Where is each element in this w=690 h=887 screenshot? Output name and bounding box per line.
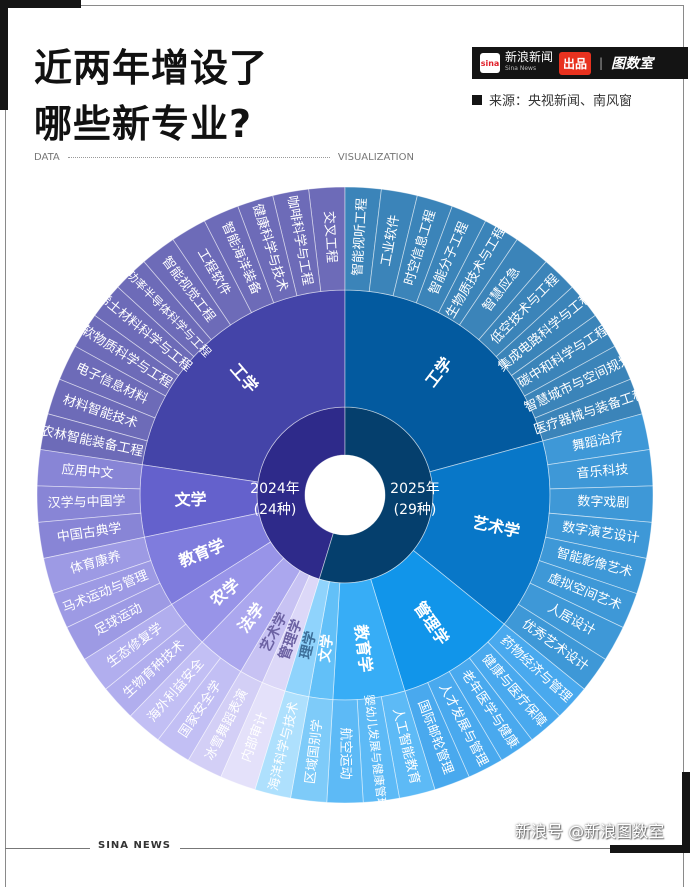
footer-sina-news: SINA NEWS [98, 840, 171, 851]
major-label: 航空运动 [338, 727, 354, 779]
major-segment [37, 512, 145, 559]
major-segment [272, 188, 322, 297]
dotted-divider [67, 157, 330, 158]
major-segment [74, 314, 179, 397]
title-line-2: 哪些新专业? [34, 102, 253, 146]
frame-border [5, 5, 684, 887]
brand-sub: Sina News [505, 65, 537, 72]
footer-divider [5, 848, 90, 849]
data-visualization-strip: DATA VISUALIZATION [34, 152, 414, 163]
page-title: 近两年增设了 哪些新专业? [34, 40, 268, 152]
major-label: 数字戏剧 [577, 494, 629, 511]
major-label: 智能视听工程 [351, 198, 371, 277]
major-segment [94, 286, 195, 377]
corner-decoration [0, 0, 8, 110]
major-segment [84, 603, 187, 690]
category-label: 理学 [297, 629, 320, 660]
footer-divider [180, 848, 610, 849]
sina-logo-icon: sina [480, 53, 500, 73]
major-label: 应用中文 [61, 461, 114, 482]
corner-decoration [610, 845, 690, 853]
major-segment [39, 413, 148, 466]
corner-decoration [0, 0, 81, 8]
major-segment [52, 560, 161, 628]
major-segment [237, 195, 298, 304]
major-label: 交叉工程 [321, 210, 340, 263]
year-count-label: (24种) [254, 502, 297, 518]
major-segment [66, 582, 173, 660]
major-segment [105, 623, 203, 717]
major-segment [187, 670, 263, 778]
major-segment [117, 261, 212, 358]
major-label: 区域国别学 [302, 718, 326, 784]
corner-decoration [682, 772, 690, 853]
major-segment [143, 238, 232, 341]
major-segment [47, 378, 156, 442]
year-label: 2025年 [390, 481, 440, 497]
major-label: 汉学与中国学 [47, 493, 125, 511]
major-segment [157, 657, 242, 761]
major-segment [36, 449, 143, 490]
source-note: 来源：央视新闻、南风窗 [472, 90, 632, 109]
major-segment [36, 485, 142, 523]
major-segment [43, 536, 152, 595]
data-label: DATA [34, 152, 60, 163]
major-segment [59, 345, 167, 419]
brand-bar: sina 新浪新闻 Sina News 出品 | 图数室 [472, 47, 688, 79]
brand-separator: | [599, 56, 604, 70]
major-segment [220, 682, 286, 791]
major-label: 音乐科技 [576, 461, 629, 482]
year-count-label: (29种) [394, 502, 437, 518]
major-segment [172, 220, 252, 326]
category-label: 文学 [316, 633, 336, 663]
major-segment [203, 205, 275, 314]
partner-logo: 图数室 [611, 56, 654, 72]
brand-name: 新浪新闻 [505, 50, 554, 64]
category-label: 文学 [174, 490, 207, 510]
center-hole [305, 455, 385, 535]
year-label: 2024年 [250, 481, 300, 497]
square-bullet-icon [472, 94, 482, 105]
major-segment [129, 641, 222, 741]
visualization-label: VISUALIZATION [337, 152, 414, 163]
title-line-1: 近两年增设了 [34, 46, 269, 90]
source-text: 来源：央视新闻、南风窗 [489, 94, 633, 109]
major-segment [254, 690, 310, 799]
weibo-watermark: 新浪号 @新浪图数室 [515, 822, 665, 841]
sunburst-chart: 交叉工程咖啡科学与工程健康科学与技术智能海洋装备工程软件智能视觉工程大功率半导体… [36, 187, 654, 803]
brand-tag: 出品 [559, 51, 592, 75]
